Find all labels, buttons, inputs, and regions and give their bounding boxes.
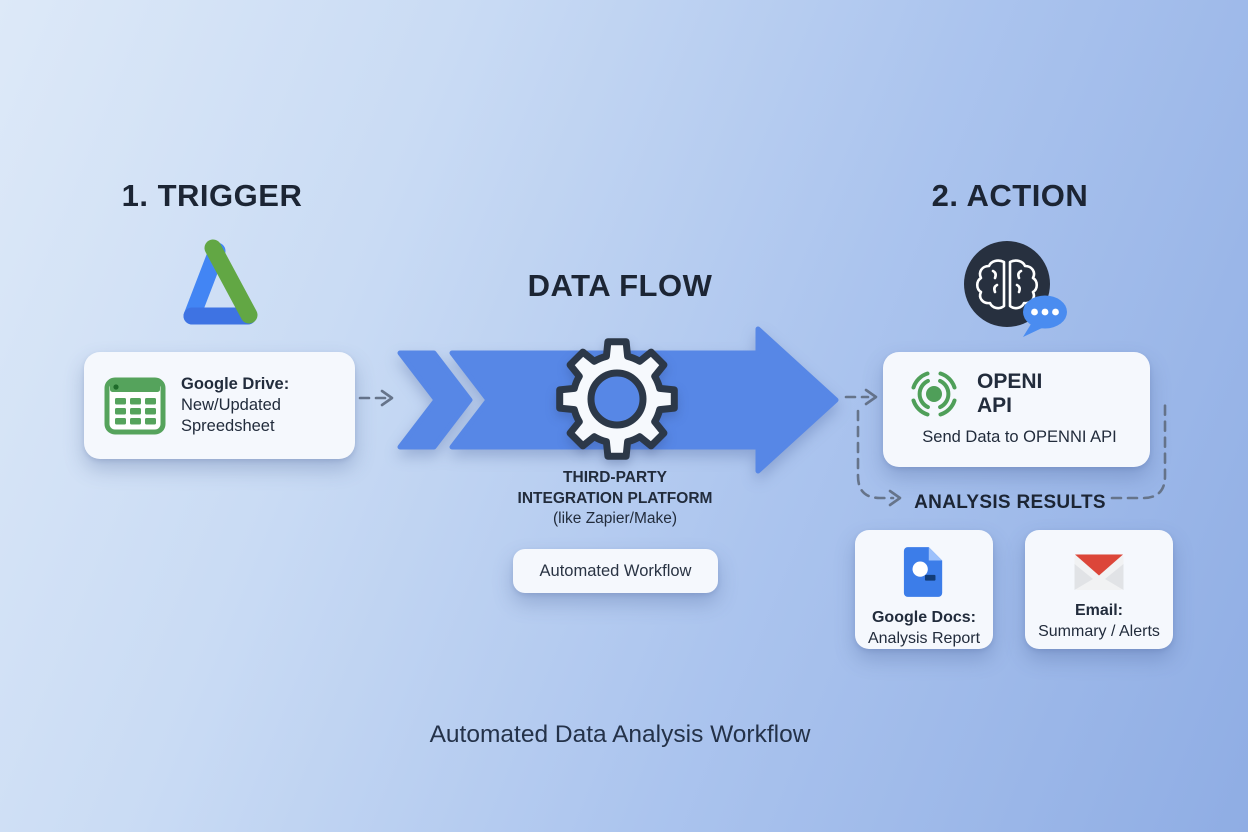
gear-icon	[556, 338, 678, 460]
analysis-results-label: ANALYSIS RESULTS	[914, 492, 1106, 513]
google-docs-icon	[903, 547, 943, 597]
trigger-card-title: Google Drive:	[181, 375, 290, 393]
trigger-card: Google Drive: New/Updated Spreedsheet	[84, 352, 355, 459]
email-card-line2: Summary / Alerts	[1038, 622, 1160, 640]
email-result-card: Email: Summary / Alerts	[1025, 530, 1173, 649]
email-card-line1: Email:	[1074, 602, 1123, 619]
api-name-line1: OPENI	[977, 370, 1043, 393]
gmail-envelope-icon	[1074, 554, 1124, 590]
dashed-loop-left	[856, 409, 895, 500]
api-signal-icon	[911, 371, 957, 417]
api-name: OPENI API	[977, 370, 1042, 418]
docs-card-line2: Analysis Report	[867, 629, 981, 647]
api-card: OPENI API Send Data to OPENNI API	[883, 352, 1150, 467]
diagram-caption: Automated Data Analysis Workflow	[429, 721, 811, 748]
platform-label: THIRD-PARTY INTEGRATION PLATFORM (like Z…	[465, 468, 765, 530]
api-card-header: OPENI API	[905, 365, 1134, 423]
platform-line2: INTEGRATION PLATFORM	[517, 489, 713, 507]
platform-line1: THIRD-PARTY	[563, 469, 667, 486]
docs-card-line1: Google Docs:	[871, 609, 976, 626]
api-card-subtitle: Send Data to OPENNI API	[922, 428, 1117, 446]
dashed-loop-right	[1110, 402, 1167, 500]
chat-bubble-icon	[1023, 295, 1067, 337]
ai-brain-icon	[964, 241, 1067, 337]
dataflow-heading: DATA FLOW	[527, 268, 713, 303]
trigger-card-text: Google Drive: New/Updated Spreedsheet	[181, 374, 289, 437]
action-heading: 2. ACTION	[931, 178, 1089, 213]
trigger-card-line2: New/Updated	[181, 396, 281, 414]
dashed-arrowhead-results-icon	[888, 489, 902, 507]
api-name-line2: API	[977, 394, 1013, 417]
spreadsheet-icon	[104, 377, 166, 434]
google-drive-triangle-icon	[183, 239, 258, 325]
dashed-arrowhead-right-icon	[864, 388, 878, 406]
docs-result-card: Google Docs: Analysis Report	[855, 530, 993, 649]
dashed-arrowhead-left-icon	[380, 389, 394, 407]
email-card-text: Email: Summary / Alerts	[1038, 601, 1160, 642]
platform-line3: (like Zapier/Make)	[552, 510, 678, 527]
docs-card-text: Google Docs: Analysis Report	[868, 608, 980, 649]
trigger-card-line3: Spreedsheet	[181, 417, 275, 435]
chevron-icon	[397, 350, 473, 450]
automated-workflow-pill: Automated Workflow	[513, 549, 718, 593]
trigger-heading: 1. TRIGGER	[121, 178, 303, 213]
